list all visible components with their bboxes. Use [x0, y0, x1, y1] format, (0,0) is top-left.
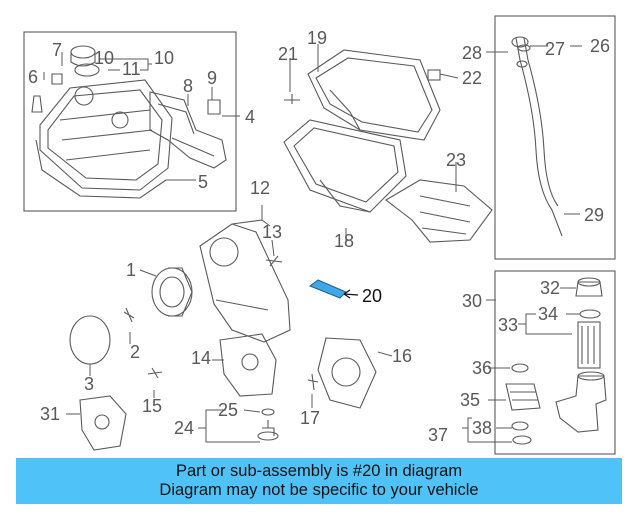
part-20-highlight: [308, 279, 359, 299]
part-label-1: 1: [126, 260, 136, 280]
part-label-14: 14: [191, 348, 211, 368]
bolt-15-drawing: [147, 367, 163, 379]
part-label-23: 23: [446, 150, 466, 170]
sensor-24-drawing: [257, 420, 279, 441]
part-label-37: 37: [428, 425, 448, 445]
part-label-18: 18: [334, 231, 354, 251]
part-label-27: 27: [545, 39, 565, 59]
upper-oil-pan-drawing: [307, 49, 441, 141]
part-label-22: 22: [462, 68, 482, 88]
part-label-3: 3: [84, 374, 94, 394]
gasket-37-drawing: [512, 435, 532, 445]
seal-3-drawing: [69, 315, 111, 365]
filter-housing-drawing: [555, 371, 607, 433]
bolt-17-drawing: [307, 373, 319, 391]
valve-cover-group-frame: [23, 31, 237, 212]
leader-lines: [43, 44, 582, 443]
part-label-31: 31: [40, 404, 60, 424]
filter-element-33-drawing: [577, 321, 601, 369]
part-label-36: 36: [472, 358, 492, 378]
dipstick-drawing: [511, 36, 563, 237]
part-label-11: 11: [122, 59, 141, 79]
part-label-2: 2: [130, 342, 140, 362]
part-label-21: 21: [278, 44, 298, 64]
seal-38-drawing: [511, 421, 529, 431]
part-label-8: 8: [183, 76, 193, 96]
cover-bracket-drawing: [149, 91, 227, 169]
part-label-4: 4: [245, 107, 255, 127]
clip-13-drawing: [265, 255, 283, 267]
ring-25-drawing: [261, 408, 275, 416]
part-label-32: 32: [540, 278, 560, 298]
filter-cap-32-drawing: [575, 277, 603, 297]
part-label-15: 15: [142, 396, 162, 416]
part-label-13: 13: [262, 222, 282, 242]
seal-housing-16-drawing: [317, 337, 377, 409]
part-label-10: 10: [94, 48, 114, 68]
part-label-35: 35: [460, 390, 480, 410]
part-label-7: 7: [52, 40, 62, 60]
banner-line-2: Diagram may not be specific to your vehi…: [159, 481, 479, 499]
part-label-5: 5: [198, 172, 208, 192]
timing-cover-drawing: [199, 223, 291, 343]
part-label-10b: 10: [154, 48, 174, 68]
sensor-9-drawing: [207, 99, 221, 115]
lower-oil-pan-drawing: [283, 119, 407, 213]
part-label-26: 26: [590, 36, 610, 56]
dipstick-group-frame: [494, 15, 616, 260]
part-label-28: 28: [462, 43, 482, 63]
plug-22-drawing: [427, 69, 441, 81]
part-label-17: 17: [300, 408, 320, 428]
part-label-9: 9: [207, 68, 217, 88]
bolt-2-drawing: [123, 307, 135, 323]
part-label-25: 25: [218, 400, 238, 420]
banner-line-1: Part or sub-assembly is #20 in diagram: [175, 462, 463, 480]
part-label-19: 19: [307, 28, 327, 48]
oil-cap-drawing: [70, 45, 100, 77]
part-label-24: 24: [174, 418, 194, 438]
baffle-23-drawing: [385, 179, 493, 243]
part-label-29: 29: [584, 205, 604, 225]
part-label-34: 34: [538, 304, 558, 324]
part-label-16: 16: [392, 346, 412, 366]
part-label-33: 33: [498, 315, 518, 335]
seal-27-drawing: [517, 44, 531, 52]
o-ring-26-drawing: [516, 60, 528, 68]
seal-36-drawing: [511, 363, 529, 373]
plug-7-drawing: [51, 73, 63, 85]
part-label-38: 38: [472, 418, 492, 438]
bolt-21-drawing: [284, 94, 300, 104]
valve-cover-drawing: [35, 79, 173, 199]
oil-filter-group-frame: [494, 270, 616, 455]
bracket-31-drawing: [79, 395, 127, 451]
cover-14-drawing: [219, 333, 277, 397]
pulley-drawing: [151, 267, 193, 317]
oil-cooler-35-drawing: [505, 383, 541, 411]
part-label-30: 30: [462, 291, 482, 311]
part-label-12: 12: [250, 178, 270, 198]
sensor-6-drawing: [31, 95, 43, 113]
part-label-20: 20: [362, 286, 382, 306]
o-ring-34-drawing: [579, 309, 601, 319]
part-label-6: 6: [28, 67, 38, 87]
info-banner: Part or sub-assembly is #20 in diagram D…: [16, 458, 622, 504]
